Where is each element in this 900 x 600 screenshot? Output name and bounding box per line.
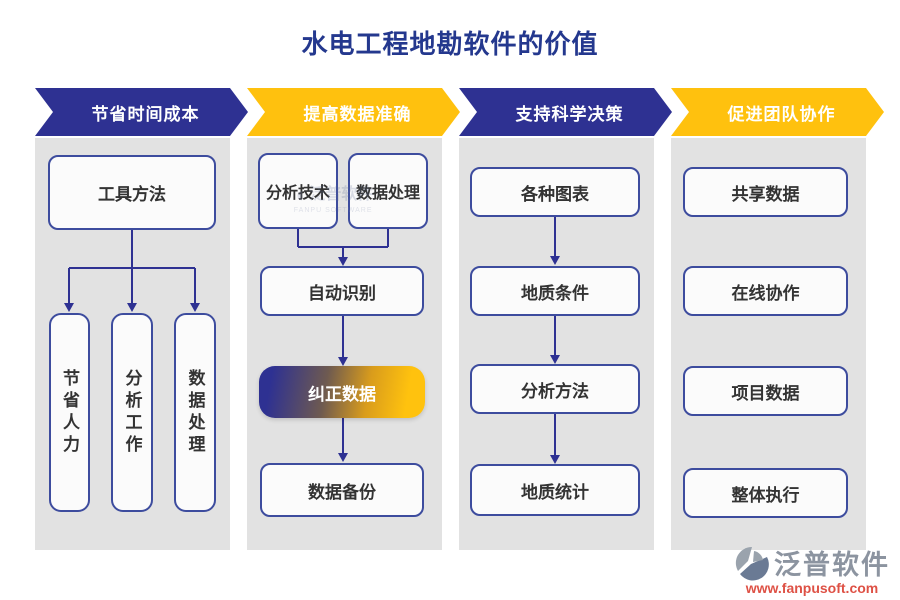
- box-tool-method: 工具方法: [48, 155, 216, 230]
- column-header-data-accuracy: 提高数据准确: [247, 88, 460, 136]
- box-data-backup: 数据备份: [260, 463, 424, 517]
- website-url[interactable]: www.fanpusoft.com: [745, 580, 879, 596]
- box-data-processing-vertical: 数据处理: [174, 313, 216, 512]
- box-analysis-work: 分析工作: [111, 313, 153, 512]
- fanpu-logo-icon: [735, 546, 769, 580]
- page-title: 水电工程地勘软件的价值: [301, 29, 599, 59]
- box-overall-execution: 整体执行: [683, 468, 848, 518]
- box-share-data: 共享数据: [683, 167, 848, 217]
- column-header-label: 提高数据准确: [303, 104, 412, 124]
- box-correct-data: 纠正数据: [259, 366, 425, 418]
- box-auto-recognition: 自动识别: [260, 266, 424, 316]
- column-header-team-collaboration: 促进团队协作: [671, 88, 884, 136]
- box-save-manpower: 节省人力: [49, 313, 90, 512]
- column-header-decision-support: 支持科学决策: [459, 88, 672, 136]
- brand-name[interactable]: 泛普软件: [774, 550, 890, 580]
- box-data-processing: 数据处理: [348, 153, 428, 229]
- column-header-label: 支持科学决策: [515, 104, 624, 124]
- box-geological-conditions: 地质条件: [470, 266, 640, 316]
- fanpu-logo[interactable]: 泛普软件 www.fanpusoft.com: [734, 543, 890, 596]
- column-header-label: 促进团队协作: [727, 104, 836, 124]
- box-analysis-methods: 分析方法: [470, 364, 640, 414]
- box-geological-statistics: 地质统计: [470, 464, 640, 516]
- column-header-time-saving: 节省时间成本: [35, 88, 248, 136]
- box-online-collaboration: 在线协作: [683, 266, 848, 316]
- box-analysis-technology: 分析技术: [258, 153, 338, 229]
- column-header-label: 节省时间成本: [91, 104, 200, 124]
- box-various-charts: 各种图表: [470, 167, 640, 217]
- box-project-data: 项目数据: [683, 366, 848, 416]
